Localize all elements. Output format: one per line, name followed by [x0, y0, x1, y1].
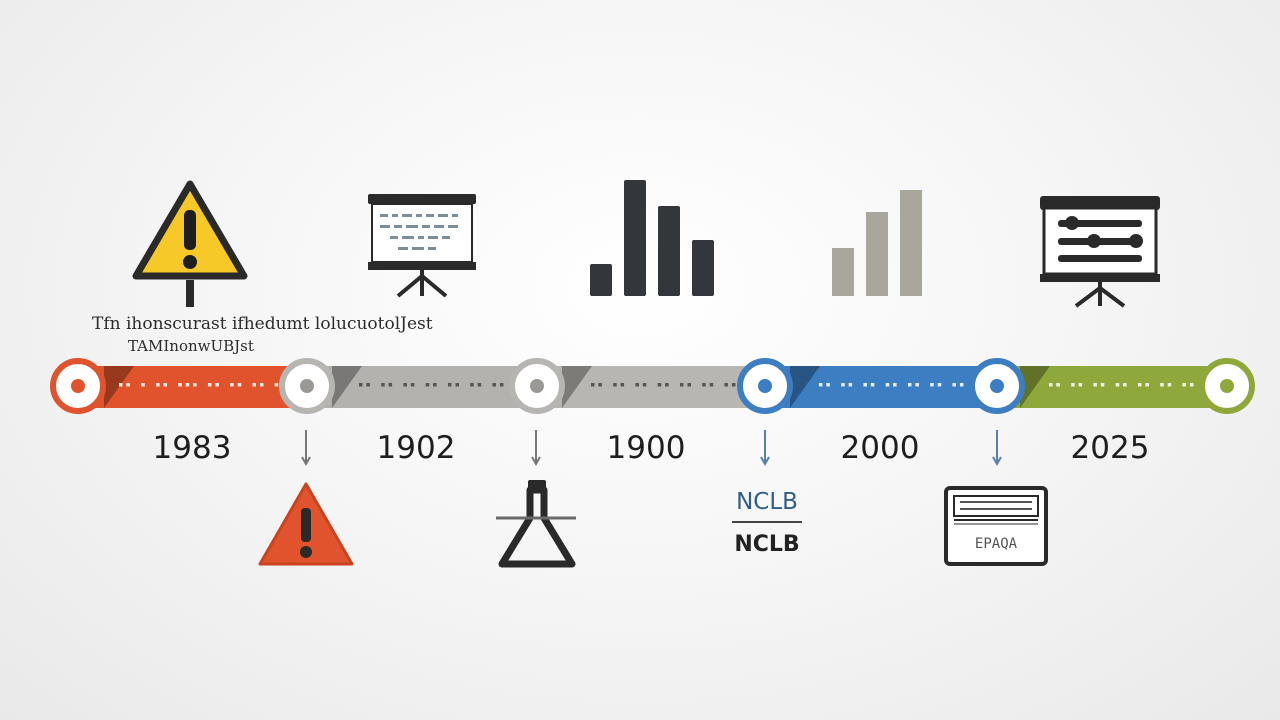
arrow-down-icon [992, 430, 1002, 467]
nclb-label-bottom: NCLB [734, 532, 800, 557]
node-dot [300, 379, 314, 393]
timeline-node-1 [50, 358, 106, 414]
timeline-node-6 [1199, 358, 1255, 414]
timeline-caption-line2: TAMInonwUBJst [128, 337, 254, 355]
warning-sign-icon [132, 180, 248, 307]
segment-fold-shadow [562, 366, 592, 408]
year-label: 2000 [840, 430, 920, 466]
presentation-board-icon [368, 194, 476, 298]
timeline-caption-line1: Tfn ihonscurast ifhedumt lolucuotolJest [92, 314, 433, 334]
slides-board-icon [1040, 196, 1160, 308]
timeline-segment-3 [536, 366, 768, 408]
year-label: 2025 [1070, 430, 1150, 466]
warning-triangle-icon [258, 482, 354, 566]
timeline-node-3 [509, 358, 565, 414]
node-dot [71, 379, 85, 393]
segment-fold-shadow [1020, 366, 1050, 408]
bar-chart-icon [590, 180, 714, 296]
node-dot [1220, 379, 1234, 393]
year-label: 1900 [606, 430, 686, 466]
year-label: 1902 [376, 430, 456, 466]
arrow-down-icon [301, 430, 311, 467]
segment-dots: ▪▪ ▪▪ ▪▪ ▪▪ ▪▪ ▪▪ ▪▪ ▪▪ [1048, 380, 1219, 390]
timeline-segment-1 [78, 366, 310, 408]
timeline-node-4 [737, 358, 793, 414]
timeline-segment-2 [306, 366, 540, 408]
timeline-node-2 [279, 358, 335, 414]
segment-dots: ▪▪ ▪▪ ▪▪ ▪▪ ▪▪ ▪▪ ▪▪ ▪▪ [818, 380, 989, 390]
year-label: 1983 [152, 430, 232, 466]
node-dot [530, 379, 544, 393]
nclb-divider [732, 521, 802, 523]
timeline-segment-4 [764, 366, 998, 408]
segment-fold-shadow [790, 366, 820, 408]
board-text: EPAQA [975, 536, 1018, 552]
flask-icon [496, 480, 576, 568]
segment-dots: ▪▪ ▪▪ ▪▪ ▪▪ ▪▪ ▪▪ ▪▪ ▪▪ [358, 380, 529, 390]
document-board-icon: EPAQA [944, 486, 1048, 566]
nclb-label-top: NCLB [736, 489, 798, 515]
segment-dots: ▪▪ ▪▪ ▪▪ ▪▪ ▪▪ ▪▪ ▪▪ ▪▪ [590, 380, 761, 390]
node-dot [990, 379, 1004, 393]
bar-chart-rising-icon [832, 190, 922, 296]
timeline-segment-5 [994, 366, 1228, 408]
segment-dots: ▪▪ ▪ ▪▪ ▪▪▪ ▪▪ ▪▪ ▪▪ ▪▪▪ [118, 380, 297, 390]
arrow-down-icon [760, 430, 770, 467]
segment-fold-shadow [104, 366, 134, 408]
arrow-down-icon [531, 430, 541, 467]
node-dot [758, 379, 772, 393]
timeline-node-5 [969, 358, 1025, 414]
segment-fold-shadow [332, 366, 362, 408]
